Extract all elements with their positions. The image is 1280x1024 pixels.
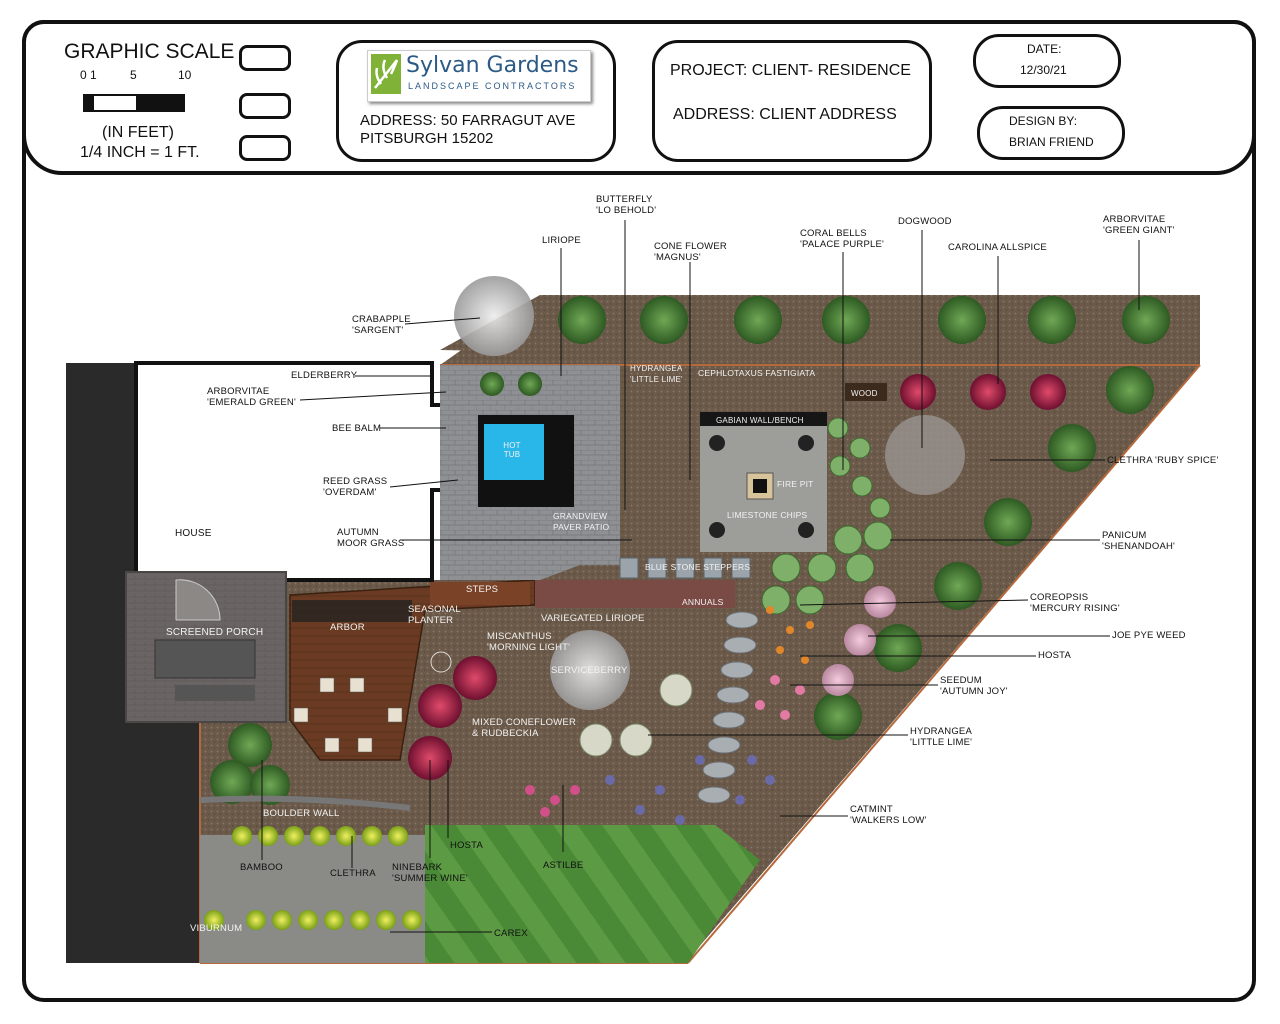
scale-bar — [83, 94, 185, 112]
company-sub: LANDSCAPE CONTRACTORS — [408, 81, 577, 91]
scale-tick-5: 5 — [130, 68, 137, 82]
company-address-2: PITSBURGH 15202 — [360, 130, 494, 147]
date-block — [973, 34, 1121, 88]
company-name: Sylvan Gardens — [406, 53, 579, 78]
scale-tick-10: 10 — [178, 68, 192, 82]
label-wood: WOOD — [851, 389, 878, 398]
label-ninebark: NINEBARK 'SUMMER WINE' — [392, 862, 468, 884]
label-miscanthus: MISCANTHUS 'MORNING LIGHT' — [487, 631, 571, 653]
designer-name: BRIAN FRIEND — [1009, 135, 1094, 149]
label-panicum: PANICUM 'SHENANDOAH' — [1102, 530, 1176, 552]
label-stone-steppers: BLUE STONE STEPPERS — [645, 562, 751, 572]
label-steps: STEPS — [466, 584, 499, 595]
label-screened-porch: SCREENED PORCH — [166, 627, 264, 638]
label-elderberry: ELDERBERRY — [291, 370, 358, 381]
label-bamboo: BAMBOO — [240, 862, 283, 873]
label-allspice: CAROLINA ALLSPICE — [948, 242, 1047, 253]
label-astilbe: ASTILBE — [543, 860, 584, 871]
label-sedum: SEEDUM 'AUTUMN JOY' — [940, 675, 1008, 697]
scale-tick-1: 1 — [90, 68, 97, 82]
label-seasonal-planter: SEASONAL PLANTER — [408, 604, 461, 626]
scale-units: (IN FEET) — [102, 124, 174, 141]
label-paver-patio: GRANDVIEW PAVER PATIO — [553, 511, 610, 532]
label-arbor: ARBOR — [330, 622, 365, 633]
project-name: PROJECT: CLIENT- RESIDENCE — [670, 62, 911, 79]
blank-box-3 — [239, 135, 291, 161]
label-catmint: CATMINT 'WALKERS LOW' — [850, 804, 927, 826]
label-annuals: ANNUALS — [682, 597, 724, 607]
label-limestone: LIMESTONE CHIPS — [727, 510, 808, 520]
label-cephalotaxus: CEPHLOTAXUS FASTIGIATA — [698, 368, 816, 378]
company-address-1: ADDRESS: 50 FARRAGUT AVE — [360, 112, 576, 129]
label-reed-grass: REED GRASS 'OVERDAM' — [323, 476, 388, 498]
scale-ratio: 1/4 INCH = 1 FT. — [80, 144, 200, 161]
project-address: ADDRESS: CLIENT ADDRESS — [673, 106, 897, 123]
blank-box-2 — [239, 93, 291, 119]
label-serviceberry: SERVICEBERRY — [551, 665, 628, 676]
label-liriope: LIRIOPE — [542, 235, 581, 246]
label-hosta-right: HOSTA — [1038, 650, 1072, 661]
scale-title: GRAPHIC SCALE — [64, 40, 235, 63]
label-joe-pye: JOE PYE WEED — [1112, 630, 1186, 641]
label-house: HOUSE — [175, 528, 212, 539]
label-fire-pit: FIRE PIT — [777, 479, 814, 489]
label-clethra-ruby: CLETHRA 'RUBY SPICE' — [1107, 455, 1219, 466]
label-coral-bells: CORAL BELLS 'PALACE PURPLE' — [800, 228, 885, 250]
label-hydrangea-right: HYDRANGEA 'LITTLE LIME' — [910, 726, 973, 748]
scale-tick-0: 0 — [80, 68, 87, 82]
design-label: DESIGN BY: — [1009, 114, 1078, 128]
label-hydrangea-top: HYDRANGEA 'LITTLE LIME' — [630, 364, 683, 384]
label-crabapple: CRABAPPLE 'SARGENT' — [352, 314, 411, 336]
label-arborvitae-gg: ARBORVITAE 'GREEN GIANT' — [1103, 214, 1175, 236]
blank-box-1 — [239, 45, 291, 71]
company-logo: Sylvan Gardens LANDSCAPE CONTRACTORS — [367, 50, 591, 102]
label-dogwood: DOGWOOD — [898, 216, 952, 227]
label-hosta-bottom: HOSTA — [450, 840, 484, 851]
label-cone-flower: CONE FLOWER 'MAGNUS' — [654, 241, 727, 263]
label-boulder-wall: BOULDER WALL — [263, 808, 340, 819]
label-hot-tub: HOT TUB — [503, 441, 521, 459]
label-arborvitae-eg: ARBORVITAE 'EMERALD GREEN' — [207, 386, 296, 408]
date-label: DATE: — [1027, 42, 1062, 56]
leaf-icon — [371, 54, 401, 94]
label-butterfly: BUTTERFLY 'LO BEHOLD' — [596, 194, 657, 216]
label-gabian: GABIAN WALL/BENCH — [716, 416, 804, 425]
date-value: 12/30/21 — [1020, 63, 1067, 77]
designer-block — [977, 106, 1125, 160]
label-carex: CAREX — [494, 928, 528, 939]
label-mixed: MIXED CONEFLOWER & RUDBECKIA — [472, 717, 577, 739]
label-clethra: CLETHRA — [330, 868, 376, 879]
label-viburnum: VIBURNUM — [190, 923, 243, 934]
label-variegated-liriope: VARIEGATED LIRIOPE — [541, 613, 645, 624]
label-bee-balm: BEE BALM — [332, 423, 382, 434]
label-coreopsis: COREOPSIS 'MERCURY RISING' — [1030, 592, 1120, 614]
label-moor-grass: AUTUMN MOOR GRASS — [337, 527, 405, 549]
project-block — [652, 40, 932, 162]
